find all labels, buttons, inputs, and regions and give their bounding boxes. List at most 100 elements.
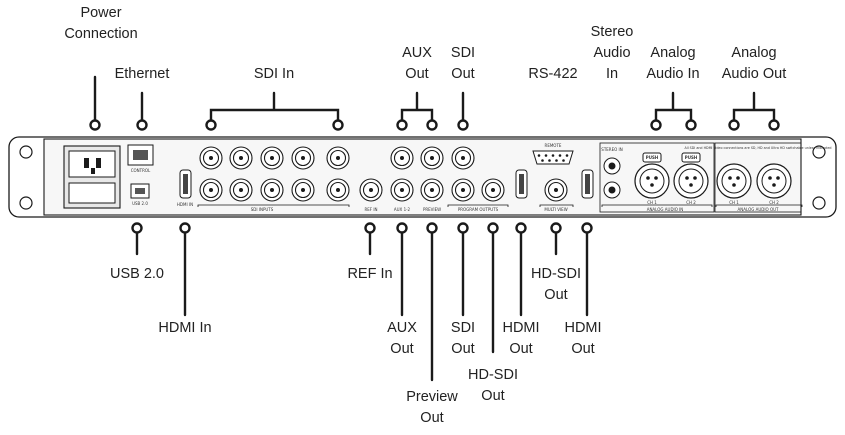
rs422-port (532, 150, 574, 165)
print-push: PUSH (646, 155, 658, 160)
leader-end-dot-7 (457, 119, 469, 131)
callout-line: Audio In (646, 66, 700, 82)
callout-line: Power (80, 5, 122, 21)
preview-out-bnc (420, 178, 444, 202)
sdi-in-bnc-1 (199, 146, 223, 170)
callout-line: Audio (593, 45, 631, 61)
print-push: PUSH (685, 155, 697, 160)
panel-group-line-5 (715, 204, 803, 207)
xlr-out-ch2: CH 2 (756, 163, 792, 205)
leader-end-dot-17 (457, 222, 469, 234)
print-channel: CH 2 (769, 200, 779, 205)
callout-sdi-in: SDI In (254, 64, 294, 85)
sdi-out-bnc-bottom (451, 178, 475, 202)
sdi-out-bnc-top (451, 146, 475, 170)
leader-end-dot-9 (685, 119, 697, 131)
leader-line-6 (654, 91, 693, 127)
sdi-in-bnc-8 (260, 178, 284, 202)
leader-end-dot-3 (205, 119, 217, 131)
sdi-in-bnc-2 (229, 146, 253, 170)
print-analog-audio-out: ANALOG AUDIO OUT (738, 207, 779, 212)
print-ref-in: REF IN (364, 207, 377, 212)
print-channel: CH 1 (647, 200, 657, 205)
callout-line: HDMI (564, 320, 602, 336)
callout-line: Connection (64, 26, 138, 42)
rack-mount-hole-left-2 (19, 196, 33, 210)
callout-line: Preview (406, 389, 458, 405)
leader-line-3 (209, 91, 340, 127)
print-aux: AUX 1-2 (394, 207, 411, 212)
leader-end-dot-16 (426, 222, 438, 234)
leader-end-dot-5 (396, 119, 408, 131)
audio-out-frame (714, 142, 802, 213)
callout-ref-in: REF In (347, 264, 392, 285)
callout-aux-out-top: AUX Out (402, 43, 432, 85)
xlr-in-ch2: PUSH CH 2 (673, 152, 709, 205)
callout-line: Out (405, 66, 429, 82)
callout-hd-sdi-out-right: HD-SDI Out (531, 264, 581, 306)
callout-line: Audio Out (721, 66, 787, 82)
leader-end-dot-8 (650, 119, 662, 131)
sdi-in-bnc-3 (260, 146, 284, 170)
callout-line: SDI (450, 45, 476, 61)
callout-line: HDMI (502, 320, 540, 336)
callout-line: REF In (347, 266, 393, 282)
leader-end-dot-21 (581, 222, 593, 234)
aux-out-bnc-2 (420, 146, 444, 170)
sdi-in-bnc-4 (291, 146, 315, 170)
ref-in-bnc (359, 178, 383, 202)
leader-line-7 (732, 91, 776, 127)
hd-sdi-out-bnc (481, 178, 505, 202)
leader-end-dot-19 (515, 222, 527, 234)
print-channel: CH 2 (686, 200, 696, 205)
aux-out-bnc-1 (390, 146, 414, 170)
panel-group-line-2 (447, 204, 509, 207)
sdi-in-bnc-6 (199, 178, 223, 202)
print-program-outputs: PROGRAM OUTPUTS (458, 207, 499, 212)
print-preview: PREVIEW (423, 207, 441, 212)
xlr-out-ch1: CH 1 (716, 163, 752, 205)
panel-group-line-1 (197, 204, 350, 207)
leader-line-4 (400, 91, 434, 127)
print-analog-audio-in: ANALOG AUDIO IN (647, 207, 684, 212)
callout-line: Out (451, 66, 475, 82)
multiview-hd-sdi-bnc (544, 178, 568, 202)
callout-line: Analog (731, 45, 777, 61)
print-channel: CH 1 (729, 200, 739, 205)
leader-end-dot-4 (332, 119, 344, 131)
panel-group-line-4 (601, 204, 713, 207)
print-notice: All SDI and HDMI video connections are S… (685, 146, 832, 150)
callout-line: Ethernet (114, 66, 170, 82)
callout-line: Out (544, 287, 568, 303)
print-usb: USB 2.0 (132, 201, 148, 206)
callout-hdmi-in: HDMI In (158, 318, 211, 339)
print-control: CONTROL (131, 168, 151, 173)
print-sdi-inputs: SDI INPUTS (251, 207, 274, 212)
callout-usb: USB 2.0 (110, 264, 164, 285)
callout-line: RS-422 (528, 66, 578, 82)
callout-line: AUX (402, 45, 432, 61)
print-stereo-in: STEREO IN (601, 147, 622, 152)
leader-end-dot-13 (179, 222, 191, 234)
leader-end-dot-11 (768, 119, 780, 131)
callout-line: HDMI In (158, 320, 212, 336)
leader-end-dot-14 (364, 222, 376, 234)
callout-line: HD-SDI (531, 266, 581, 282)
sdi-in-bnc-5 (326, 146, 350, 170)
fuse-holder (68, 182, 116, 204)
callout-line: Out (420, 410, 444, 426)
sdi-in-bnc-9 (291, 178, 315, 202)
callout-line: USB 2.0 (110, 266, 164, 282)
leader-end-dot-1 (89, 119, 101, 131)
leader-end-dot-2 (136, 119, 148, 131)
callout-line: Out (451, 341, 475, 357)
